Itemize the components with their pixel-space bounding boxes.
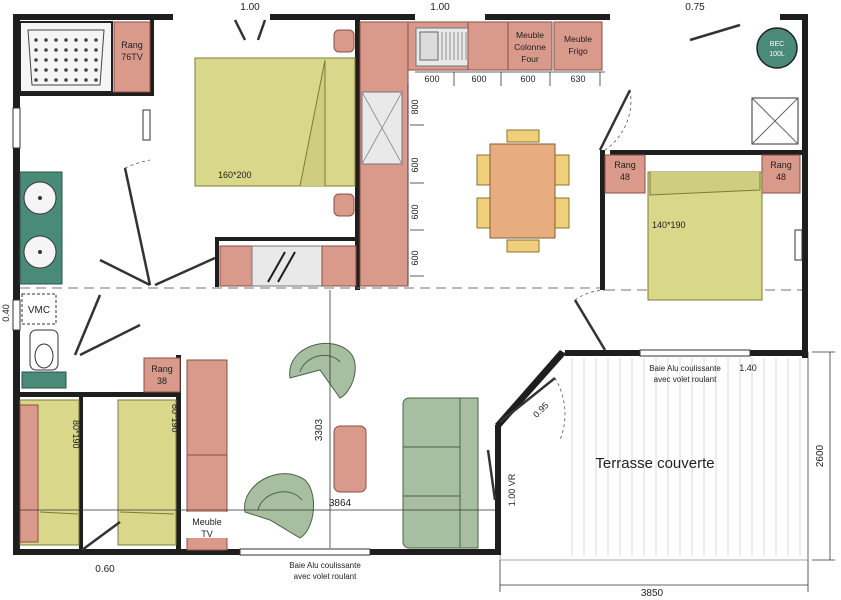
toilet xyxy=(21,329,67,389)
dim-terrace-depth: 2600 xyxy=(815,444,826,467)
doors xyxy=(73,19,741,552)
kitchen-top-dim: 600 xyxy=(520,74,535,84)
svg-text:Rang: Rang xyxy=(151,364,173,374)
terrace-window-label-2: avec volet roulant xyxy=(654,375,717,384)
svg-text:Meuble: Meuble xyxy=(192,517,222,527)
svg-text:Meuble: Meuble xyxy=(516,30,544,40)
bay-window-label-1: Baie Alu coulissante xyxy=(289,561,361,570)
wardrobe xyxy=(219,245,357,287)
dim-terrace-width: 3850 xyxy=(641,588,664,599)
sofa xyxy=(402,397,479,549)
vr-door-dim: 1.00 VR xyxy=(507,473,517,506)
kitchen-top-dim: 630 xyxy=(570,74,585,84)
svg-text:76TV: 76TV xyxy=(121,52,143,62)
armchair-top xyxy=(289,342,356,399)
svg-text:TV: TV xyxy=(201,529,213,539)
coffee-table xyxy=(333,425,367,493)
dim-depth: 3303 xyxy=(314,418,325,441)
kitchen-side-dim: 600 xyxy=(410,157,420,172)
rang-76tv-cabinet: Rang 76TV xyxy=(113,21,151,93)
kitchen: 800 600 600 600 600 600 600 630 xyxy=(359,21,605,287)
svg-text:38: 38 xyxy=(157,376,167,386)
kitchen-side-dim: 600 xyxy=(410,204,420,219)
terrace-label: Terrasse couverte xyxy=(595,455,714,472)
svg-text:Rang: Rang xyxy=(121,40,143,50)
dim-bottom-left: 0.60 xyxy=(95,564,115,575)
svg-text:80*190: 80*190 xyxy=(71,420,81,449)
walls xyxy=(12,14,808,556)
svg-text:Colonne: Colonne xyxy=(514,42,546,52)
dim-top-left: 1.00 xyxy=(240,2,260,13)
rang-48-left-cabinet: Rang 48 xyxy=(604,154,646,194)
dim-width: 3864 xyxy=(329,498,352,509)
bedside-top xyxy=(333,29,355,53)
svg-text:Frigo: Frigo xyxy=(568,46,588,56)
svg-text:48: 48 xyxy=(776,172,786,182)
kitchen-top-dim: 600 xyxy=(424,74,439,84)
master-bed: 160*200 xyxy=(194,57,356,187)
armchair-bottom xyxy=(244,473,315,539)
svg-text:VMC: VMC xyxy=(28,305,50,316)
terrace: Terrasse couverte 1.40 Baie Alu coulissa… xyxy=(499,351,809,561)
water-heater: BEC 100L xyxy=(756,27,798,69)
dim-left-side: 0.40 xyxy=(1,304,11,322)
dim-top-right: 0.75 xyxy=(685,2,705,13)
svg-text:Rang: Rang xyxy=(614,160,636,170)
rang-38-cabinet: Rang 38 xyxy=(143,357,181,393)
svg-text:Meuble: Meuble xyxy=(564,34,592,44)
second-bed-size: 140*190 xyxy=(652,220,686,230)
terrace-window-dim: 1.40 xyxy=(739,363,757,373)
single-bed-left: 80*190 xyxy=(19,399,81,546)
service-hatch xyxy=(751,97,799,145)
kitchen-side-dim: 800 xyxy=(410,99,420,114)
terrace-window-label-1: Baie Alu coulissante xyxy=(649,364,721,373)
svg-text:80*190: 80*190 xyxy=(170,404,180,433)
meuble-tv: Meuble TV xyxy=(186,359,228,551)
svg-text:BEC: BEC xyxy=(770,41,784,48)
second-bed: 140*190 xyxy=(647,171,763,301)
svg-text:Four: Four xyxy=(521,54,539,64)
svg-text:48: 48 xyxy=(620,172,630,182)
master-bed-size: 160*200 xyxy=(218,170,252,180)
svg-text:Rang: Rang xyxy=(770,160,792,170)
single-bed-right: 80*190 xyxy=(117,399,180,546)
shower xyxy=(19,21,113,93)
dining-table xyxy=(476,129,570,253)
meuble-colonne-four: Meuble Colonne Four xyxy=(507,21,553,71)
kitchen-top-dim: 600 xyxy=(471,74,486,84)
rang-48-right-cabinet: Rang 48 xyxy=(761,154,801,194)
bay-window-label-2: avec volet roulant xyxy=(294,572,357,581)
svg-text:100L: 100L xyxy=(769,51,785,58)
dim-top-middle: 1.00 xyxy=(430,2,450,13)
kitchen-side-dim: 600 xyxy=(410,250,420,265)
washbasins xyxy=(19,171,63,285)
vmc: VMC xyxy=(21,293,57,325)
bedside-bottom xyxy=(333,193,355,217)
meuble-frigo: Meuble Frigo xyxy=(553,21,603,71)
